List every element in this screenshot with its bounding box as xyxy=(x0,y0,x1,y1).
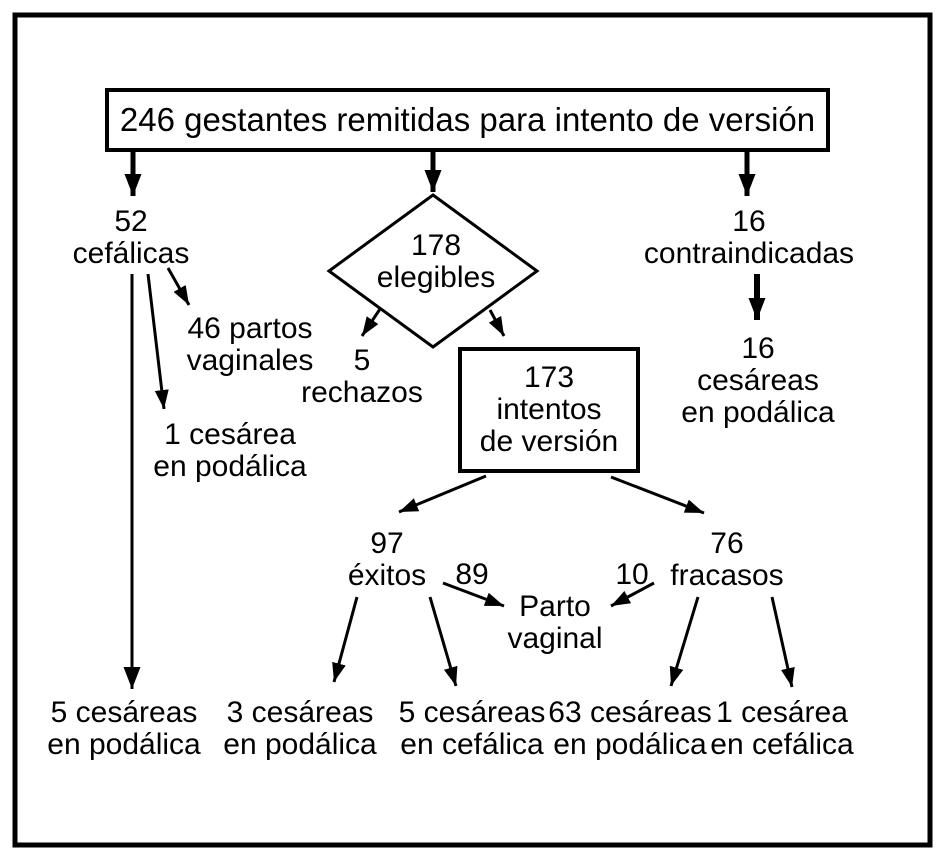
figure-frame xyxy=(12,12,933,848)
node-outcome-5-cesareas-podalica: 5 cesáreas en podálica xyxy=(47,696,201,761)
node-outcome-1-cesarea-cefalica: 1 cesárea en cefálica xyxy=(710,696,854,761)
node-76-fracasos: 76 fracasos xyxy=(670,527,784,592)
node-5-rechazos: 5 rechazos xyxy=(301,344,423,409)
edge-fracasos-to-parto-vaginal xyxy=(610,581,655,608)
node-16-cesareas-podalica: 16 cesáreas en podálica xyxy=(681,332,835,429)
edge-label-89: 89 xyxy=(455,558,489,591)
node-intentos-version-box: 173 intentos de versión xyxy=(458,347,640,473)
node-elegibles: 178 elegibles xyxy=(376,229,496,294)
node-contraindicadas: 16 contraindicadas xyxy=(643,205,855,270)
edge-intentos-to-exitos xyxy=(398,474,487,514)
edge-intentos-to-fracasos xyxy=(610,475,705,515)
edge-exitos-to-parto-vaginal xyxy=(442,581,505,608)
node-outcome-5-cesareas-cefalica: 5 cesáreas en cefálica xyxy=(398,696,546,761)
edge-cefalicas-to-1-cesarea-podalica xyxy=(146,273,169,410)
edge-label-10: 10 xyxy=(615,558,649,591)
node-outcome-3-cesareas-podalica: 3 cesáreas en podálica xyxy=(223,696,377,761)
edge-elegibles-to-rechazos xyxy=(360,308,382,337)
edge-cefalicas-to-46-partos xyxy=(166,267,191,306)
node-outcome-63-cesareas-podalica: 63 cesáreas en podálica xyxy=(548,696,712,761)
edge-elegibles-to-intentos xyxy=(488,309,506,337)
node-cefalicas: 52 cefálicas xyxy=(72,205,190,270)
elegibles-diamond-shape xyxy=(326,193,540,349)
edge-exitos-to-5-cesareas-cefalica xyxy=(428,596,458,687)
node-1-cesarea-podalica: 1 cesárea en podálica xyxy=(153,418,307,483)
node-parto-vaginal: Parto vaginal xyxy=(507,590,603,655)
node-46-partos-vaginales: 46 partos vaginales xyxy=(186,312,314,377)
node-97-exitos: 97 éxitos xyxy=(347,527,427,592)
node-root-box: 246 gestantes remitidas para intento de … xyxy=(105,88,830,152)
edge-fracasos-to-1-cesarea-cefalica xyxy=(770,596,795,688)
edge-exitos-to-3-cesareas-podalica xyxy=(332,596,359,683)
edge-fracasos-to-63-cesareas-podalica xyxy=(669,596,700,687)
